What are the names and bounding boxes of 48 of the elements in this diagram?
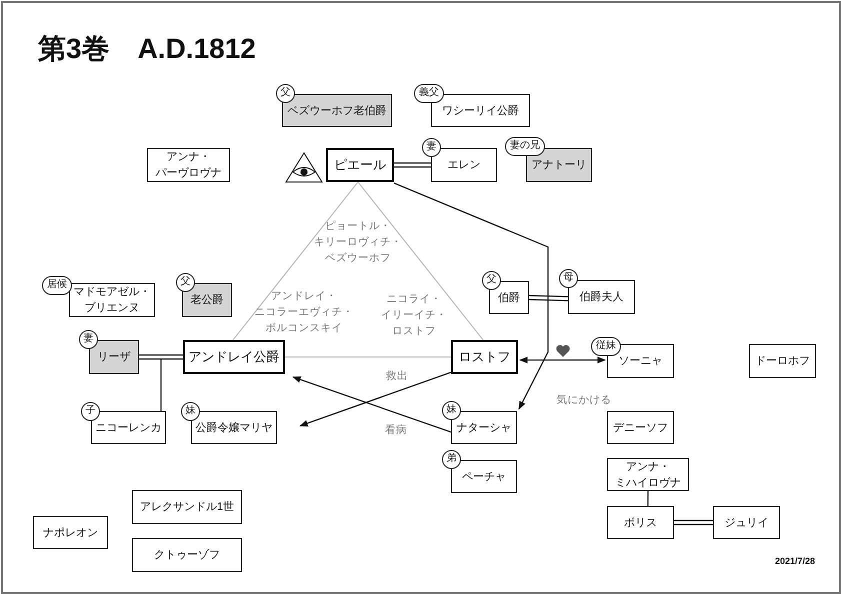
role-tag: 妹	[181, 402, 200, 421]
role-tag: 妻の兄	[505, 137, 545, 156]
person-box: ニコーレンカ	[91, 411, 166, 444]
marriage-line	[673, 520, 714, 526]
role-tag: 母	[559, 269, 578, 288]
person-box: アナトーリ	[526, 148, 592, 182]
name-label: アンドレイ・ニコラーエヴィチ・ボルコンスキイ	[254, 289, 354, 336]
role-tag: 弟	[442, 450, 461, 469]
role-tag: 居候	[42, 276, 72, 295]
arrow	[394, 182, 549, 410]
person-box: アレクサンドル1世	[132, 490, 242, 524]
connector-line	[357, 182, 484, 340]
role-tag: 妹	[442, 401, 461, 420]
person-box: マドモアゼル・ブリエンヌ	[69, 283, 155, 317]
person-box: ドーロホフ	[749, 344, 816, 378]
role-tag: 義父	[414, 84, 444, 103]
connector-line	[647, 491, 649, 506]
person-box: ボリス	[607, 506, 674, 539]
name-label: ニコライ・イリーイチ・ロストフ	[381, 292, 447, 339]
person-box: デニーソフ	[607, 411, 674, 444]
role-tag: 妻	[422, 138, 441, 157]
role-tag: 父	[276, 84, 295, 103]
arrow	[292, 376, 452, 433]
connector-line	[284, 356, 452, 358]
person-box: 伯爵夫人	[568, 280, 635, 314]
date-text: 2021/7/28	[774, 556, 815, 566]
person-box: ジュリイ	[713, 506, 780, 539]
person-box: アンドレイ公爵	[183, 340, 285, 374]
marriage-line	[528, 294, 569, 302]
person-box: ピエール	[326, 148, 394, 182]
marriage-line	[138, 354, 184, 360]
name-label: ピョートル・キリーロヴィチ・ベズウーホフ	[314, 219, 402, 266]
connector-line	[232, 182, 358, 340]
role-tag: 子	[81, 402, 100, 421]
role-tag: 父	[482, 271, 501, 290]
person-box: ロストフ	[451, 340, 518, 374]
arrow	[299, 372, 452, 426]
role-tag: 妻	[79, 330, 98, 349]
title: 第3巻 A.D.1812	[38, 32, 256, 66]
role-tag: 従妹	[591, 337, 621, 356]
role-tag: 父	[176, 273, 195, 292]
person-box: アンナ・パーヴロヴナ	[147, 148, 230, 182]
marriage-line	[393, 162, 432, 168]
person-box: アンナ・ミハイロヴナ	[607, 458, 689, 491]
person-box: クトゥーゾフ	[132, 538, 242, 572]
person-box: ナポレオン	[33, 516, 108, 549]
connector-line	[160, 358, 162, 411]
arrow	[519, 356, 606, 364]
